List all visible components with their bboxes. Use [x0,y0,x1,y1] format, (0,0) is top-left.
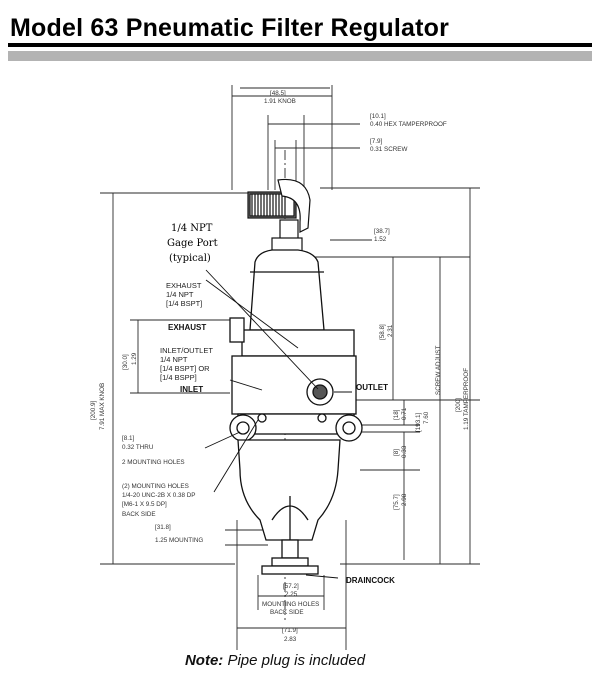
holes-back-mm: [57.2] [283,583,299,590]
dim-small-a-in: 0.71 [401,407,408,420]
exhaust-label: EXHAUST [168,323,206,332]
inlet-outlet-line4: [1/4 BSPP] [160,373,197,382]
holes-back-line3: MOUNTING HOLES [262,601,319,608]
holes-back-in: 2.25 [285,591,298,598]
page-title: Model 63 Pneumatic Filter Regulator [10,14,450,42]
width-bottom-in: 2.83 [284,636,297,643]
dim-hex-in: 0.40 HEX TAMPERPROOF [370,121,447,128]
holes-back-line4: BACK SIDE [270,609,304,616]
exhaust-port-line3: [1/4 BSPT] [166,299,202,308]
dim-screw-adjust-mm: [193.1] [415,412,422,432]
inlet-outlet-line3: [1/4 BSPT] OR [160,364,210,373]
dim-side-offset-mm: [38.7] [374,228,390,235]
regulator-body [229,249,363,442]
dim-top-width-in: 1.91 KNOB [264,98,296,105]
dim-exhaust-height-mm: [30.0] [122,354,129,370]
dim-tamperproof-mm: [200] [455,398,462,412]
dim-side-offset-in: 1.52 [374,236,387,243]
note-text: Pipe plug is included [223,652,366,669]
adjustment-knob [247,178,311,253]
dim-exhaust-height-in: 1.29 [131,352,138,365]
inlet-outlet-line2: 1/4 NPT [160,355,188,364]
exhaust-port-line1: EXHAUST [166,281,202,290]
footnote: Note: Pipe plug is included [0,652,550,669]
outlet-label: OUTLET [356,383,388,392]
gage-port-line1: 1/4 NPT [171,223,213,234]
mounting-holes-line1: (2) MOUNTING HOLES [122,483,189,490]
dim-tamperproof-in: 1.19 TAMPERPROOF [463,368,470,430]
mounting-holes-line3: [M6-1 X 9.5 DP] [122,501,167,508]
mounting-holes-line2: 1/4-20 UNC-2B X 0.38 DP [122,492,196,499]
dim-bowl-mm: [75.7] [393,494,400,510]
dim-small-a-mm: [18] [393,409,400,420]
inlet-outlet-line1: INLET/OUTLET [160,346,213,355]
thru-holes-line1: [8.1] [122,435,135,442]
dim-screw-mm: [7.9] [370,138,383,145]
note-label: Note: [184,652,224,669]
dim-hex-mm: [10.1] [370,113,386,120]
dim-bowl-in: 2.98 [401,493,408,506]
dim-screw-adjust-label: SCREW ADJUST [435,346,442,395]
title-underline [8,43,592,47]
gage-port-line2: Gage Port [167,238,218,249]
dim-small-b-in: 0.33 [401,445,408,458]
width-bottom-mm: [71.9] [282,627,298,634]
inlet-label: INLET [180,385,203,394]
mounting-holes-line4: BACK SIDE [122,511,156,518]
exhaust-port-line2: 1/4 NPT [166,290,194,299]
dim-screw-in: 0.31 SCREW [370,146,407,153]
thru-holes-line2: 0.32 THRU [122,444,154,451]
mounting-width-mm: [31.8] [155,524,171,531]
dim-body-top-in: 2.31 [387,324,394,337]
mounting-width-in: 1.25 MOUNTING [155,537,203,544]
dim-screw-adjust-in: 7.60 [423,411,430,424]
dim-overall-mm: [200.9] [90,400,97,420]
gage-port-line3: (typical) [169,253,211,264]
dim-overall-in: 7.91 MAX KNOB [99,383,106,430]
dim-small-b-mm: [8] [393,449,400,456]
regulator-diagram [100,85,480,650]
dim-body-top-mm: [58.8] [379,324,386,340]
filter-bowl [237,439,341,575]
dim-top-width-mm: [48.5] [270,90,286,97]
thru-holes-line3: 2 MOUNTING HOLES [122,459,185,466]
draincock-label: DRAINCOCK [346,576,395,585]
header-band [8,51,592,61]
